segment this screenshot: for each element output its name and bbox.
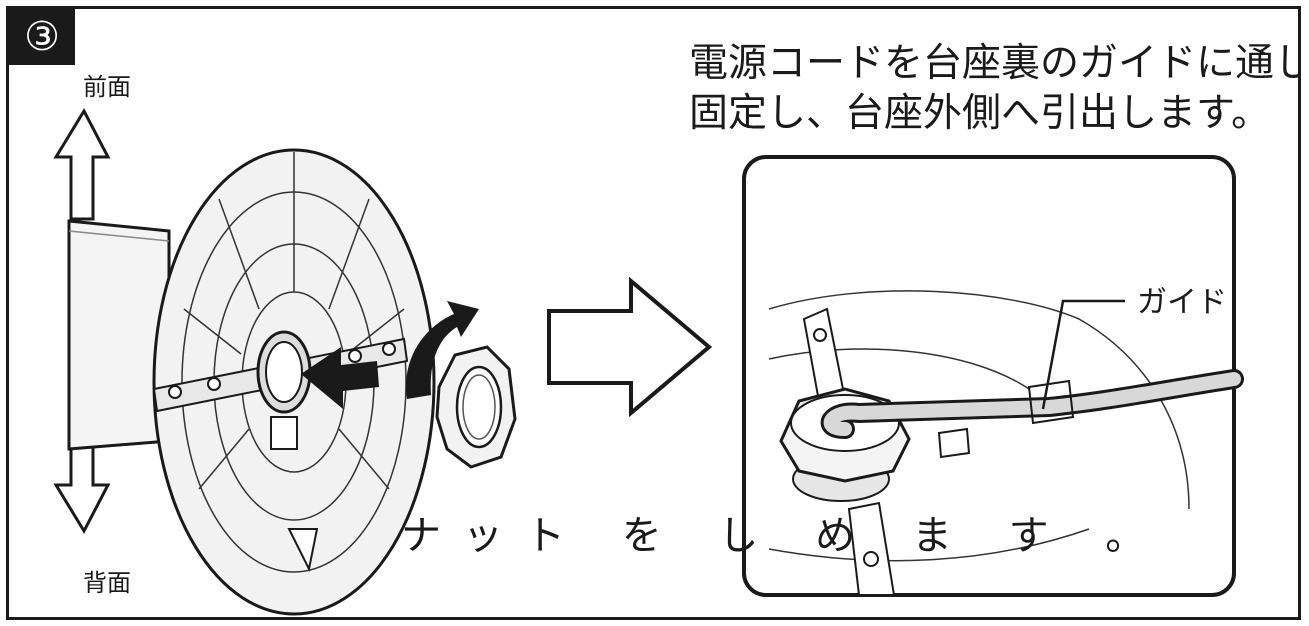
step-number-badge: ③ [9,9,75,65]
nut [435,345,517,469]
rotate-arrow [406,301,479,399]
base-disk [152,148,436,616]
diagram-frame: ③ 前面 背面 電源コードを台座裏のガイドに通して 固定し、台座外側へ引出します… [6,6,1301,620]
front-label: 前面 [83,73,131,101]
insert-arrow [301,347,379,409]
nut-caption: ナット を し め ま す 。 [401,513,1168,559]
detail-view [742,155,1244,597]
assembly-illustration [53,107,1244,616]
front-arrow [53,107,111,221]
guide-label: ガイド [1137,285,1227,320]
back-label: 背面 [83,569,131,597]
instruction-text: 電源コードを台座裏のガイドに通して 固定し、台座外側へ引出します。 [689,39,1301,139]
instruction-line-2: 固定し、台座外側へ引出します。 [689,91,1271,136]
next-arrow [547,276,713,418]
instruction-line-1: 電源コードを台座裏のガイドに通して [689,41,1301,86]
